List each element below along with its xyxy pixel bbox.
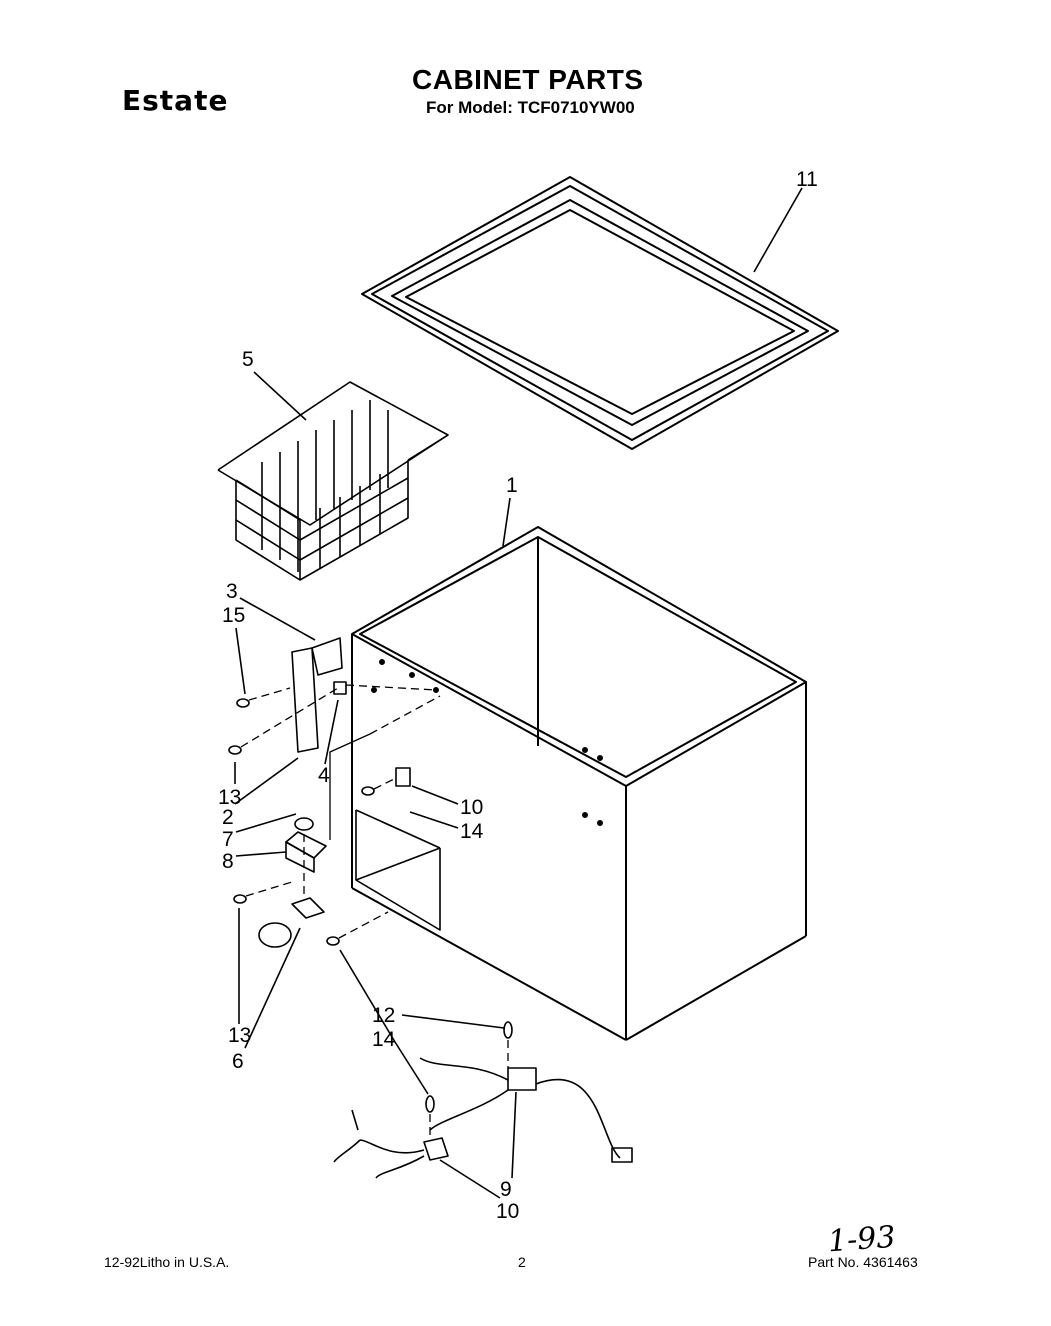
callout-8: 8 xyxy=(222,850,234,873)
callout-5: 5 xyxy=(242,348,254,371)
brand-logo: Estate xyxy=(122,84,229,117)
model-subtitle: For Model: TCF0710YW00 xyxy=(426,98,635,117)
callout-10b: 10 xyxy=(496,1200,519,1223)
leader-lines xyxy=(234,187,803,1199)
callout-11: 11 xyxy=(796,168,818,191)
callout-numbers: 11 5 1 3 15 4 13 2 7 8 10 14 13 6 12 14 … xyxy=(218,168,818,1223)
callout-9: 9 xyxy=(500,1178,512,1201)
assembly-lines xyxy=(240,684,509,1140)
wiring-harness xyxy=(333,1057,633,1179)
callout-10a: 10 xyxy=(460,796,483,819)
lid-gasket-frame xyxy=(361,176,839,450)
callout-15: 15 xyxy=(222,604,245,627)
cabinet-body xyxy=(351,526,807,1041)
callout-3: 3 xyxy=(226,580,238,603)
callout-4: 4 xyxy=(318,764,330,787)
wire-basket xyxy=(217,381,449,581)
callout-2: 2 xyxy=(222,806,234,829)
footer-part-number: Part No. 4361463 xyxy=(808,1254,918,1270)
footer-page-number: 2 xyxy=(518,1254,526,1270)
callout-6: 6 xyxy=(232,1050,244,1073)
callout-13b: 13 xyxy=(228,1024,251,1047)
callout-13a: 13 xyxy=(218,786,241,809)
callout-7: 7 xyxy=(222,828,234,851)
callout-12: 12 xyxy=(372,1004,395,1027)
callout-14a: 14 xyxy=(460,820,484,843)
screws xyxy=(228,698,513,1113)
page-title: CABINET PARTS xyxy=(412,64,644,95)
hinge-assembly xyxy=(258,637,411,948)
footer-litho: 12-92Litho in U.S.A. xyxy=(104,1254,230,1270)
callout-14b: 14 xyxy=(372,1028,396,1051)
callout-1: 1 xyxy=(506,474,518,497)
